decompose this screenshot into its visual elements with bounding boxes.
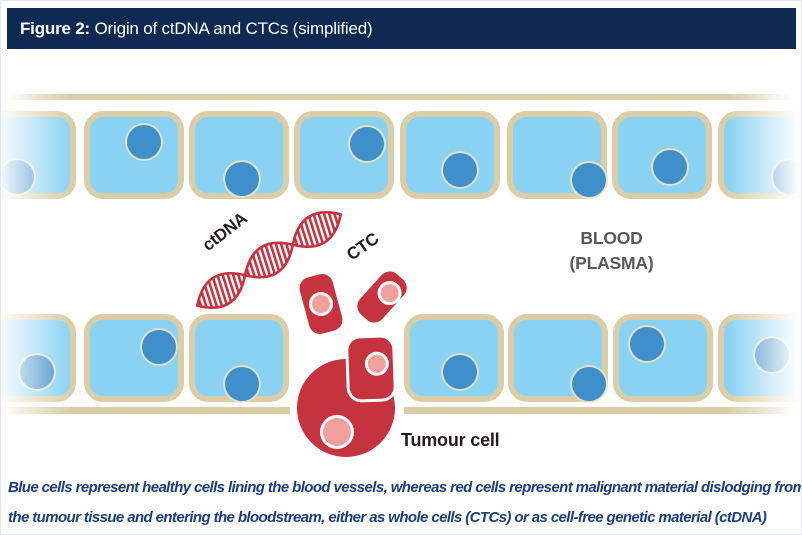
vessel-wall-line-bottom-left	[1, 407, 290, 414]
blood-label-line1: BLOOD	[580, 228, 643, 248]
cell-nucleus	[653, 150, 687, 184]
healthy-cell	[404, 314, 504, 402]
diagram-area: ctDNA CTC BLOOD (PLASMA) Tumour cell	[1, 49, 801, 469]
healthy-cell	[613, 314, 713, 402]
healthy-cell	[507, 111, 607, 199]
blood-plasma-label: BLOOD (PLASMA)	[539, 226, 684, 276]
ctdna-helix	[196, 211, 342, 309]
ctc-cell	[344, 334, 398, 403]
tumour-cell-nucleus	[320, 415, 354, 449]
blood-label-line2: (PLASMA)	[569, 253, 654, 273]
cell-nucleus	[630, 327, 664, 361]
cell-nucleus	[443, 153, 477, 187]
cell-nucleus	[350, 127, 384, 161]
caption-line-1: Blue cells represent healthy cells linin…	[8, 479, 802, 496]
cell-nucleus	[572, 163, 606, 197]
cell-nucleus	[572, 367, 606, 401]
caption-line-2: the tumour tissue and entering the blood…	[8, 509, 767, 526]
healthy-cell	[612, 111, 712, 199]
healthy-cell	[400, 111, 500, 199]
healthy-cell	[718, 314, 801, 402]
healthy-cell	[294, 111, 394, 199]
cell-nucleus	[225, 367, 259, 401]
healthy-cell	[718, 111, 801, 199]
figure-title: Origin of ctDNA and CTCs (simplified)	[94, 19, 373, 38]
vessel-wall-line-top	[1, 94, 801, 100]
healthy-cell	[189, 111, 289, 199]
ctc-nucleus	[306, 289, 336, 319]
healthy-cell	[189, 314, 289, 402]
figure-label: Figure 2:	[20, 19, 90, 38]
healthy-cell	[1, 111, 76, 199]
vessel-wall-line-bottom-right	[404, 407, 801, 414]
ctc-nucleus	[372, 276, 407, 311]
cell-nucleus	[755, 338, 789, 372]
cell-nucleus	[127, 125, 161, 159]
tumour-cell-label: Tumour cell	[401, 430, 500, 450]
cell-nucleus	[142, 330, 176, 364]
healthy-cell	[84, 111, 184, 199]
cell-nucleus	[773, 160, 801, 194]
cell-nucleus	[20, 355, 54, 389]
healthy-cell	[1, 314, 76, 402]
figure-caption: Blue cells represent healthy cells linin…	[8, 473, 802, 533]
figure-header: Figure 2: Origin of ctDNA and CTCs (simp…	[7, 8, 796, 49]
healthy-cell	[508, 314, 608, 402]
tumour-cell-body	[294, 356, 398, 460]
cell-nucleus	[443, 355, 477, 389]
ctc-nucleus	[364, 351, 390, 377]
cell-nucleus	[225, 162, 259, 196]
cell-nucleus	[1, 160, 34, 194]
healthy-cell	[84, 314, 184, 402]
